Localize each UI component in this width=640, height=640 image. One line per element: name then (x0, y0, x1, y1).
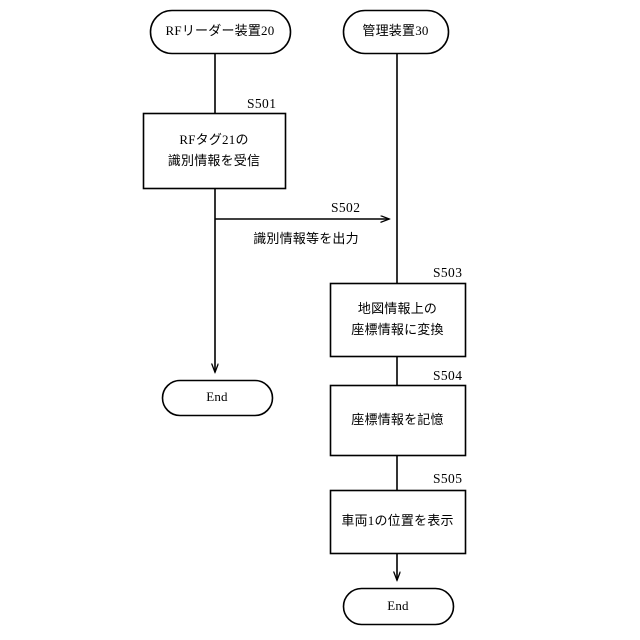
step-tag-s501: S501 (247, 96, 277, 111)
step-tag-s503: S503 (433, 265, 463, 280)
step-tag-s504: S504 (433, 368, 463, 383)
terminator-end-left (161, 379, 274, 417)
terminator-start-left (149, 9, 292, 55)
edge-label-s502: 識別情報等を出力 (253, 231, 359, 246)
process-box-s504 (329, 384, 467, 457)
step-tag-s505: S505 (433, 471, 463, 486)
terminator-end-right (342, 587, 455, 626)
process-box-s503 (329, 282, 467, 358)
step-tag-s502: S502 (331, 200, 361, 215)
terminator-start-right (342, 9, 450, 55)
process-box-s501 (142, 112, 287, 190)
process-box-s505 (329, 489, 467, 555)
